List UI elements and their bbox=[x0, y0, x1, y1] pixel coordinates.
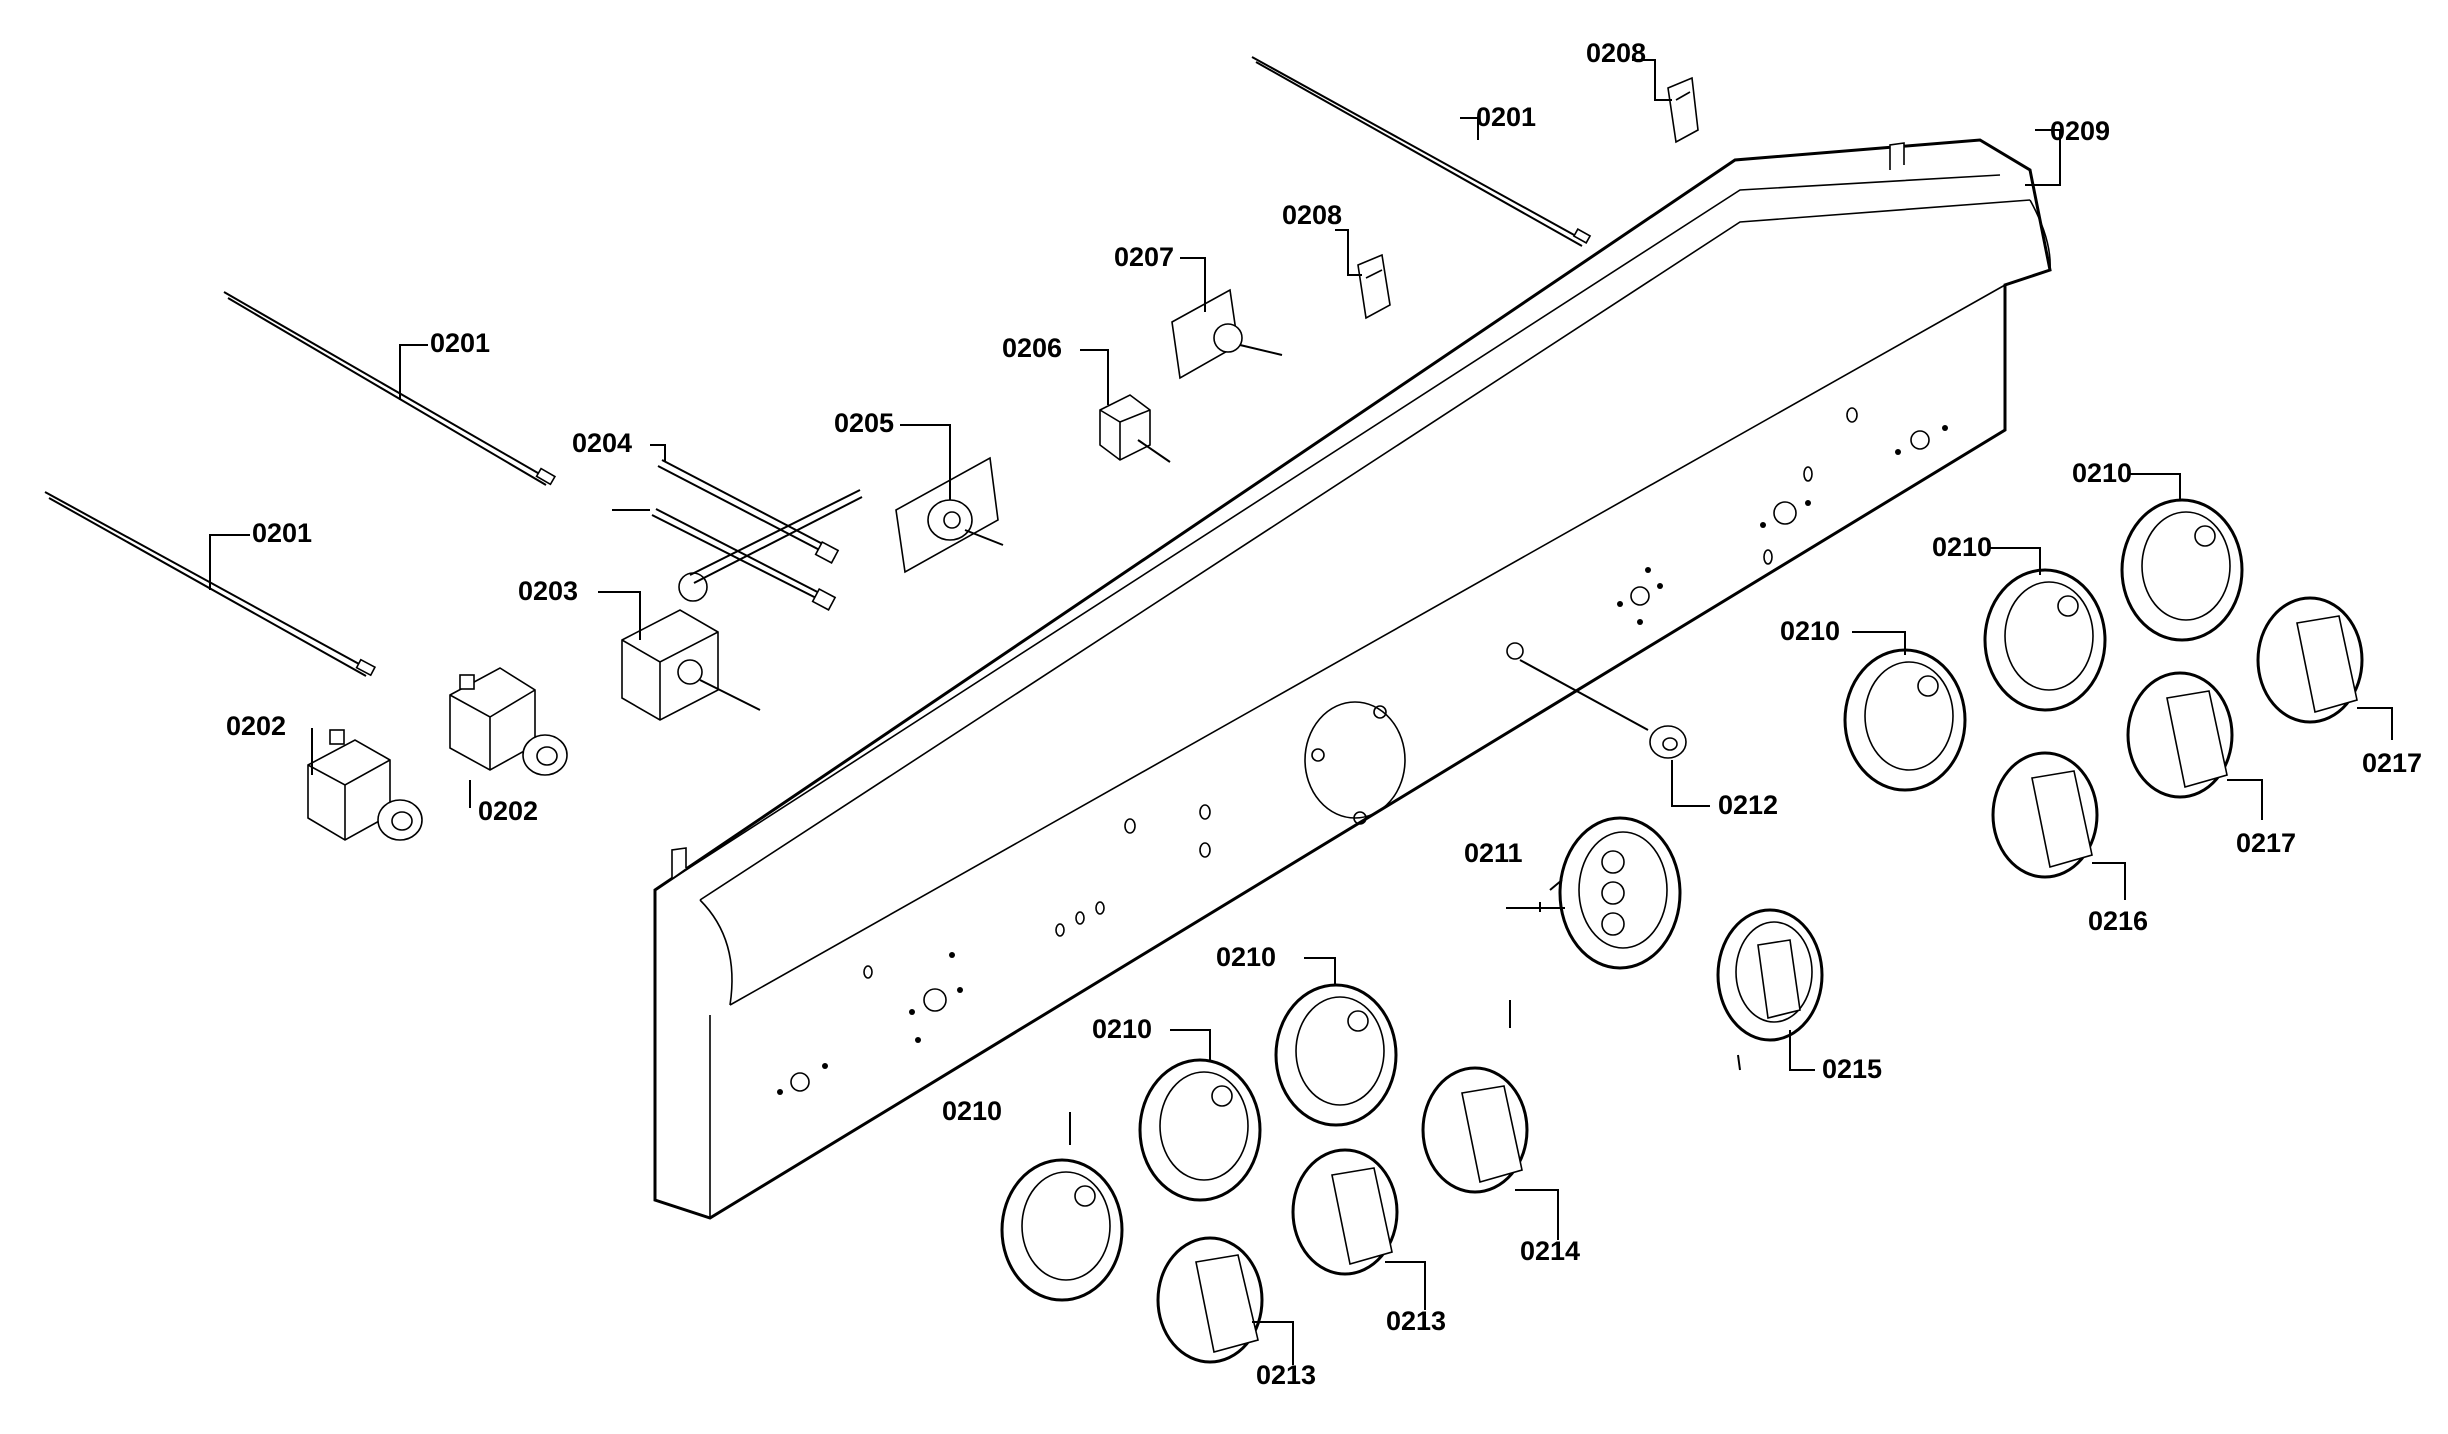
knob-0216 bbox=[1991, 751, 2099, 879]
knob-0217-upper bbox=[2256, 596, 2364, 724]
label-0201-low: 0201 bbox=[252, 518, 312, 548]
knob-bezel-0210-rear-mid bbox=[1983, 568, 2107, 712]
knob-bezel-0210-rear-left bbox=[1843, 648, 1967, 792]
infinite-switch-0207 bbox=[1171, 288, 1283, 380]
label-0202-right: 0202 bbox=[478, 796, 538, 826]
knob-bezel-0210-rear-right bbox=[2120, 498, 2244, 642]
label-0216: 0216 bbox=[2088, 906, 2148, 936]
label-0201-mid: 0201 bbox=[430, 328, 490, 358]
knob-0214 bbox=[1421, 1066, 1529, 1194]
label-0204: 0204 bbox=[572, 428, 632, 458]
label-0214: 0214 bbox=[1520, 1236, 1580, 1266]
thermostat-tube-0201-top bbox=[1251, 56, 1592, 247]
label-0213-upper: 0213 bbox=[1386, 1306, 1446, 1336]
label-0205: 0205 bbox=[834, 408, 894, 438]
knob-0217-lower bbox=[2126, 671, 2234, 799]
label-0208-top: 0208 bbox=[1586, 38, 1646, 68]
label-0202-left: 0202 bbox=[226, 711, 286, 741]
thermostat-tube-0201-low bbox=[44, 491, 377, 677]
spark-ignitor-0204 bbox=[651, 459, 840, 611]
label-0201-top: 0201 bbox=[1476, 102, 1536, 132]
spacer-0212 bbox=[1519, 659, 1687, 759]
leader-lines bbox=[209, 59, 2393, 1365]
knob-bezel-0210-front-mid bbox=[1138, 1058, 1262, 1202]
label-0207: 0207 bbox=[1114, 242, 1174, 272]
gas-valve-0202-left bbox=[307, 729, 423, 841]
label-0211: 0211 bbox=[1464, 838, 1523, 868]
label-0210-rear-mid: 0210 bbox=[1932, 532, 1992, 562]
toggle-switch-0206 bbox=[1099, 394, 1171, 463]
label-0206: 0206 bbox=[1002, 333, 1062, 363]
callout-labels: 0201 0201 0201 0202 0202 0203 0204 0205 … bbox=[226, 38, 2422, 1390]
label-0213-lower: 0213 bbox=[1256, 1360, 1316, 1390]
label-0210-rear-left: 0210 bbox=[1780, 616, 1840, 646]
gas-valve-0202-right bbox=[449, 667, 568, 776]
label-0217-upper: 0217 bbox=[2362, 748, 2422, 778]
label-0215: 0215 bbox=[1822, 1054, 1882, 1084]
label-0208-mid: 0208 bbox=[1282, 200, 1342, 230]
knob-0213-upper bbox=[1291, 1148, 1399, 1276]
knob-0213-lower bbox=[1156, 1236, 1264, 1364]
label-0209: 0209 bbox=[2050, 116, 2110, 146]
clip-0208-mid bbox=[1357, 253, 1391, 320]
label-0210-front-right: 0210 bbox=[1216, 942, 1276, 972]
label-0210-front-mid: 0210 bbox=[1092, 1014, 1152, 1044]
label-0210-rear-right: 0210 bbox=[2072, 458, 2132, 488]
knob-0215 bbox=[1716, 908, 1824, 1042]
knob-bezel-0210-front-right bbox=[1274, 983, 1398, 1127]
label-0217-lower: 0217 bbox=[2236, 828, 2296, 858]
label-0212: 0212 bbox=[1718, 790, 1778, 820]
selector-bezel-0211 bbox=[1549, 816, 1682, 970]
control-panel-0209 bbox=[653, 138, 2052, 1220]
thermostat-0203 bbox=[621, 489, 863, 721]
knob-bezel-0210-front-left bbox=[1000, 1158, 1124, 1302]
label-0203: 0203 bbox=[518, 576, 578, 606]
label-0210-front-left: 0210 bbox=[942, 1096, 1002, 1126]
clip-0208-top bbox=[1667, 76, 1699, 144]
thermostat-tube-0201-mid bbox=[223, 291, 557, 486]
switch-0205 bbox=[895, 456, 1004, 574]
